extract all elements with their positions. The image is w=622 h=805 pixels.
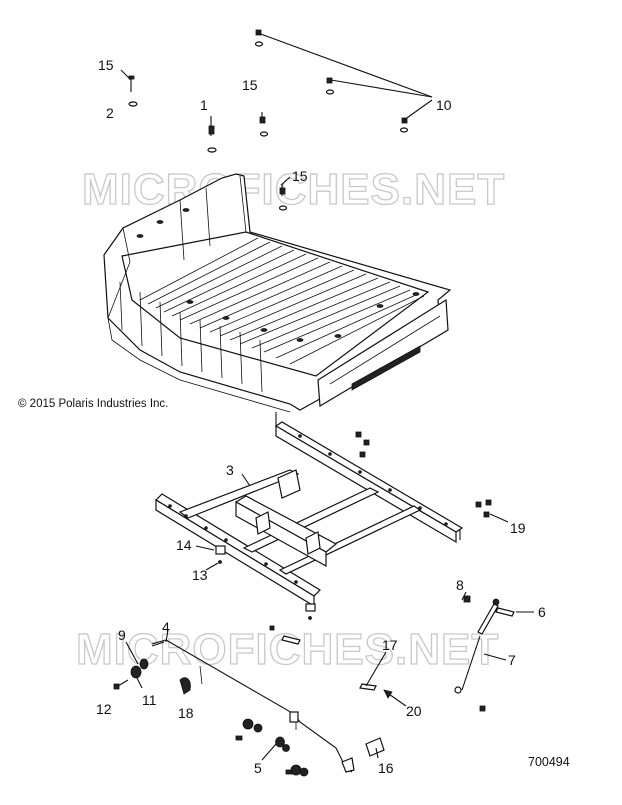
- callout-19: 19: [510, 520, 526, 536]
- watermark-top: MICROFICHES.NET: [82, 165, 505, 214]
- callout-3: 3: [226, 462, 234, 478]
- callout-1: 1: [200, 97, 208, 113]
- watermark-bottom: MICROFICHES.NET: [76, 625, 499, 674]
- callout-12: 12: [96, 701, 112, 717]
- leader-lines-top: [120, 32, 433, 186]
- latch-rod-assembly: [113, 591, 534, 777]
- callout-15-c: 15: [292, 168, 308, 184]
- cargo-box: [103, 173, 452, 413]
- leader-lines-bottom: [125, 629, 379, 761]
- callouts: 15 2 1 15 10 15 3 19 14 13 8 6 4 9 11 12…: [96, 57, 546, 776]
- callout-8: 8: [456, 577, 464, 593]
- callout-13: 13: [192, 567, 208, 583]
- callout-9: 9: [118, 627, 126, 643]
- frame-hardware: [195, 431, 509, 620]
- callout-11: 11: [142, 692, 157, 708]
- callout-15-b: 15: [242, 77, 258, 93]
- callout-14: 14: [176, 537, 192, 553]
- copyright-notice: © 2015 Polaris Industries Inc.: [18, 398, 168, 410]
- box-frame: [155, 412, 464, 608]
- top-hardware: [128, 29, 409, 211]
- callout-4: 4: [162, 619, 170, 635]
- callout-7: 7: [508, 652, 516, 668]
- callout-18: 18: [178, 705, 194, 721]
- callout-15-a: 15: [98, 57, 114, 73]
- callout-17: 17: [382, 637, 398, 653]
- document-number: 700494: [528, 755, 570, 769]
- callout-6: 6: [538, 604, 546, 620]
- callout-10: 10: [436, 97, 452, 113]
- callout-16: 16: [378, 760, 394, 776]
- callout-2: 2: [106, 105, 114, 121]
- callout-5: 5: [254, 760, 262, 776]
- callout-20: 20: [406, 703, 422, 719]
